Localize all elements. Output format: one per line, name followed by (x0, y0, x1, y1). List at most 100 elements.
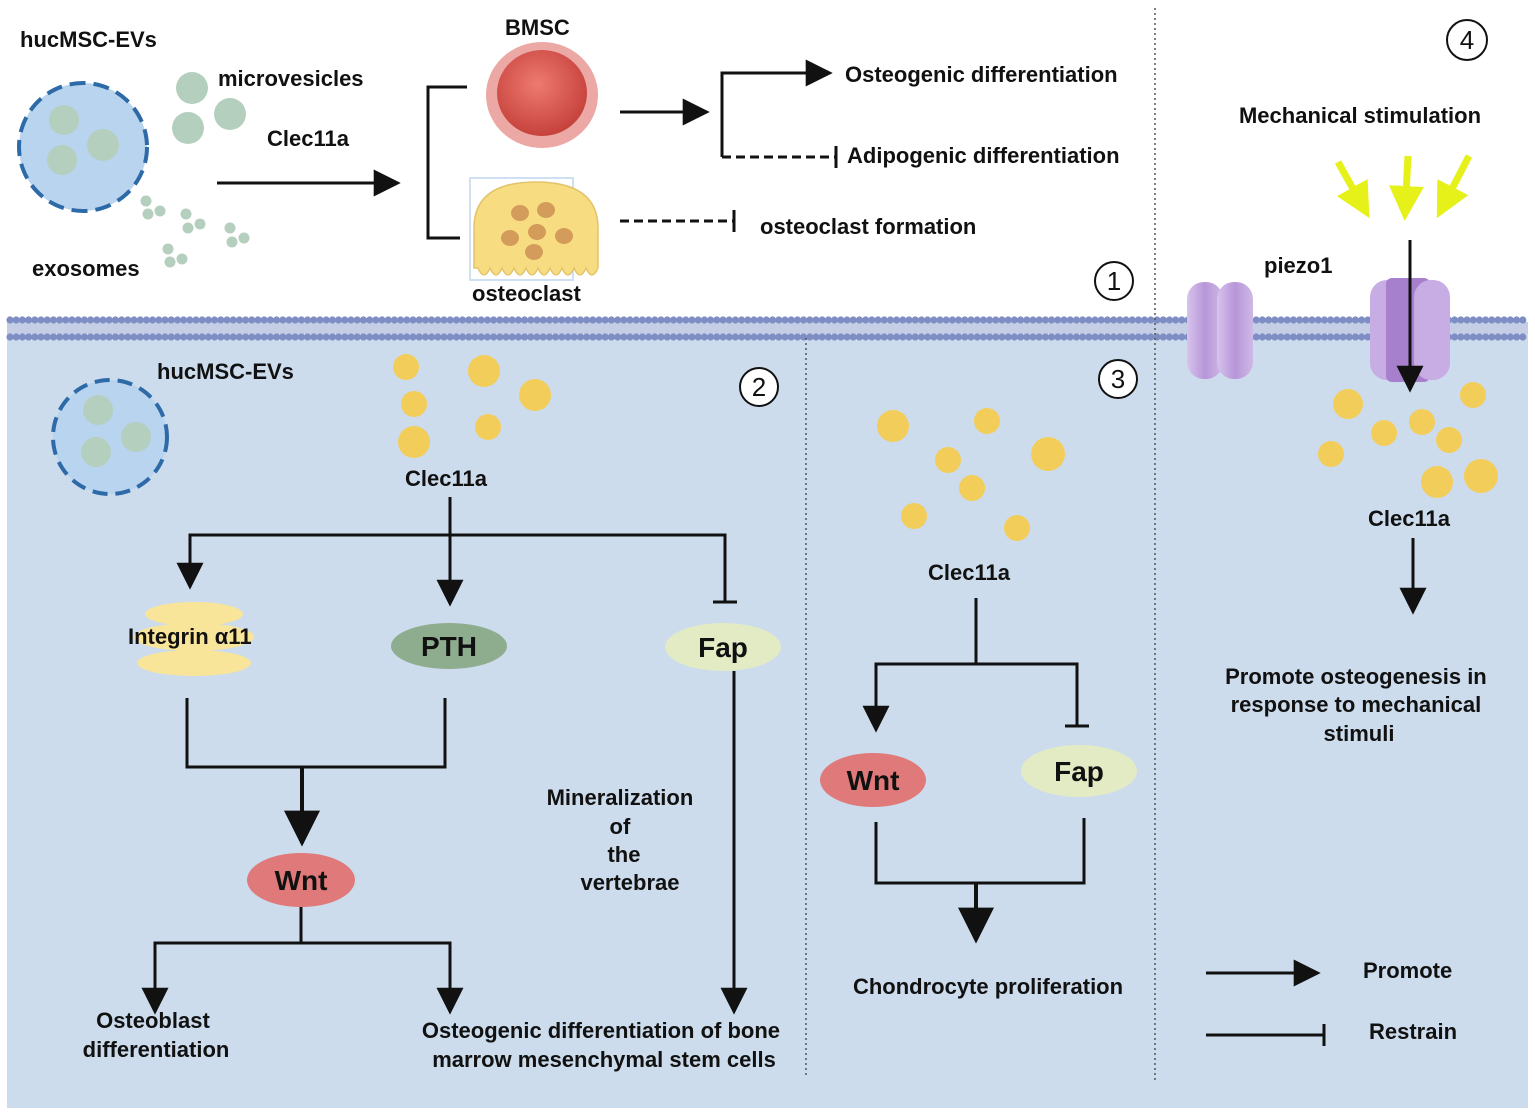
lipid-head (1333, 333, 1341, 341)
lipid-head (99, 316, 107, 324)
lipid-head (452, 333, 460, 341)
lipid-head (874, 333, 882, 341)
lipid-head (1519, 316, 1527, 324)
lipid-head (762, 316, 771, 324)
lipid-head (657, 333, 665, 341)
lipid-head (1159, 316, 1167, 324)
lipid-head (793, 316, 802, 324)
lipid-head (167, 316, 175, 324)
panel-4-number: 4 (1460, 25, 1474, 55)
lipid-head (297, 316, 305, 324)
lipid-head (1475, 333, 1483, 341)
ev-title-bottom: hucMSC-EVs (157, 359, 294, 384)
lipid-head (80, 333, 88, 341)
lipid-head (1494, 333, 1502, 341)
lipid-head (1165, 333, 1173, 341)
lipid-head (645, 333, 653, 341)
lipid-head (397, 333, 405, 341)
lipid-head (378, 316, 386, 324)
lipid-head (80, 316, 88, 324)
lipid-head (1134, 316, 1142, 324)
lipid-head (583, 316, 591, 324)
lipid-head (260, 333, 268, 341)
lipid-head (589, 316, 597, 324)
lipid-head (49, 333, 58, 341)
lipid-head (1147, 333, 1155, 341)
lipid-head (570, 316, 578, 324)
lipid-head (1451, 333, 1459, 341)
lipid-head (986, 316, 994, 324)
lipid-head (211, 316, 219, 324)
piezo1-label: piezo1 (1264, 253, 1332, 278)
lipid-head (812, 316, 820, 324)
bmsc-cell (486, 42, 598, 148)
lipid-head (37, 333, 45, 341)
lipid-head (663, 333, 671, 341)
panel-3-number-circle (1098, 359, 1138, 399)
lipid-head (595, 316, 603, 324)
lipid-head (440, 333, 448, 341)
lipid-head (1296, 333, 1304, 341)
lipid-head (1252, 333, 1260, 341)
cell-membrane (6, 316, 1528, 341)
lipid-head (942, 316, 950, 324)
lipid-head (25, 316, 33, 324)
lipid-head (248, 333, 256, 341)
panel-2-number: 2 (752, 372, 766, 402)
lipid-head (638, 333, 647, 341)
integrin-pth-merge (185, 698, 447, 769)
lipid-head (930, 316, 938, 324)
lipid-head (1054, 316, 1062, 324)
lipid-head (347, 316, 355, 324)
lipid-head (93, 316, 101, 324)
lipid-head (558, 333, 566, 341)
lipid-head (242, 333, 250, 341)
lipid-head (1500, 333, 1508, 341)
lipid-head (291, 316, 299, 324)
fap-label-panel3: Fap (1054, 756, 1104, 787)
targets-bracket (426, 85, 467, 240)
lipid-head (800, 316, 808, 324)
lipid-head (459, 316, 467, 324)
lipid-head (273, 333, 281, 341)
lipid-head (620, 333, 628, 341)
lipid-head (657, 316, 665, 324)
lipid-head (1017, 316, 1025, 324)
lipid-head (781, 333, 789, 341)
lipid-head (824, 333, 833, 341)
lipid-head (1041, 316, 1049, 324)
lipid-head (880, 333, 888, 341)
lipid-head (490, 316, 498, 324)
clec11a-label-panel2: Clec11a (405, 466, 488, 491)
lipid-head (316, 333, 324, 341)
lipid-head (105, 316, 113, 324)
lipid-head (434, 333, 442, 341)
lipid-head (899, 333, 907, 341)
lipid-head (595, 333, 603, 341)
lipid-head (862, 316, 870, 324)
lipid-head (676, 316, 684, 324)
lipid-head (1258, 316, 1266, 324)
lipid-head (43, 333, 51, 341)
lipid-head (99, 333, 107, 341)
lipid-head (1320, 316, 1328, 324)
lipid-head (440, 316, 448, 324)
lipid-head (874, 316, 882, 324)
lipid-head (235, 333, 243, 341)
osteogenic-differentiation-label: Osteogenic differentiation (845, 62, 1118, 87)
clec11a-label-panel4: Clec11a (1368, 506, 1451, 531)
lipid-head (428, 333, 436, 341)
lipid-head (552, 333, 560, 341)
lipid-head (607, 316, 616, 324)
lipid-head (806, 316, 814, 324)
lipid-head (1345, 316, 1353, 324)
lipid-head (948, 333, 957, 341)
lipid-head (1283, 316, 1291, 324)
lipid-head (899, 316, 907, 324)
lipid-head (459, 333, 467, 341)
lipid-head (62, 316, 70, 324)
lipid-head (279, 316, 287, 324)
lipid-head (130, 316, 138, 324)
lipid-head (217, 316, 225, 324)
lipid-head (632, 333, 640, 341)
